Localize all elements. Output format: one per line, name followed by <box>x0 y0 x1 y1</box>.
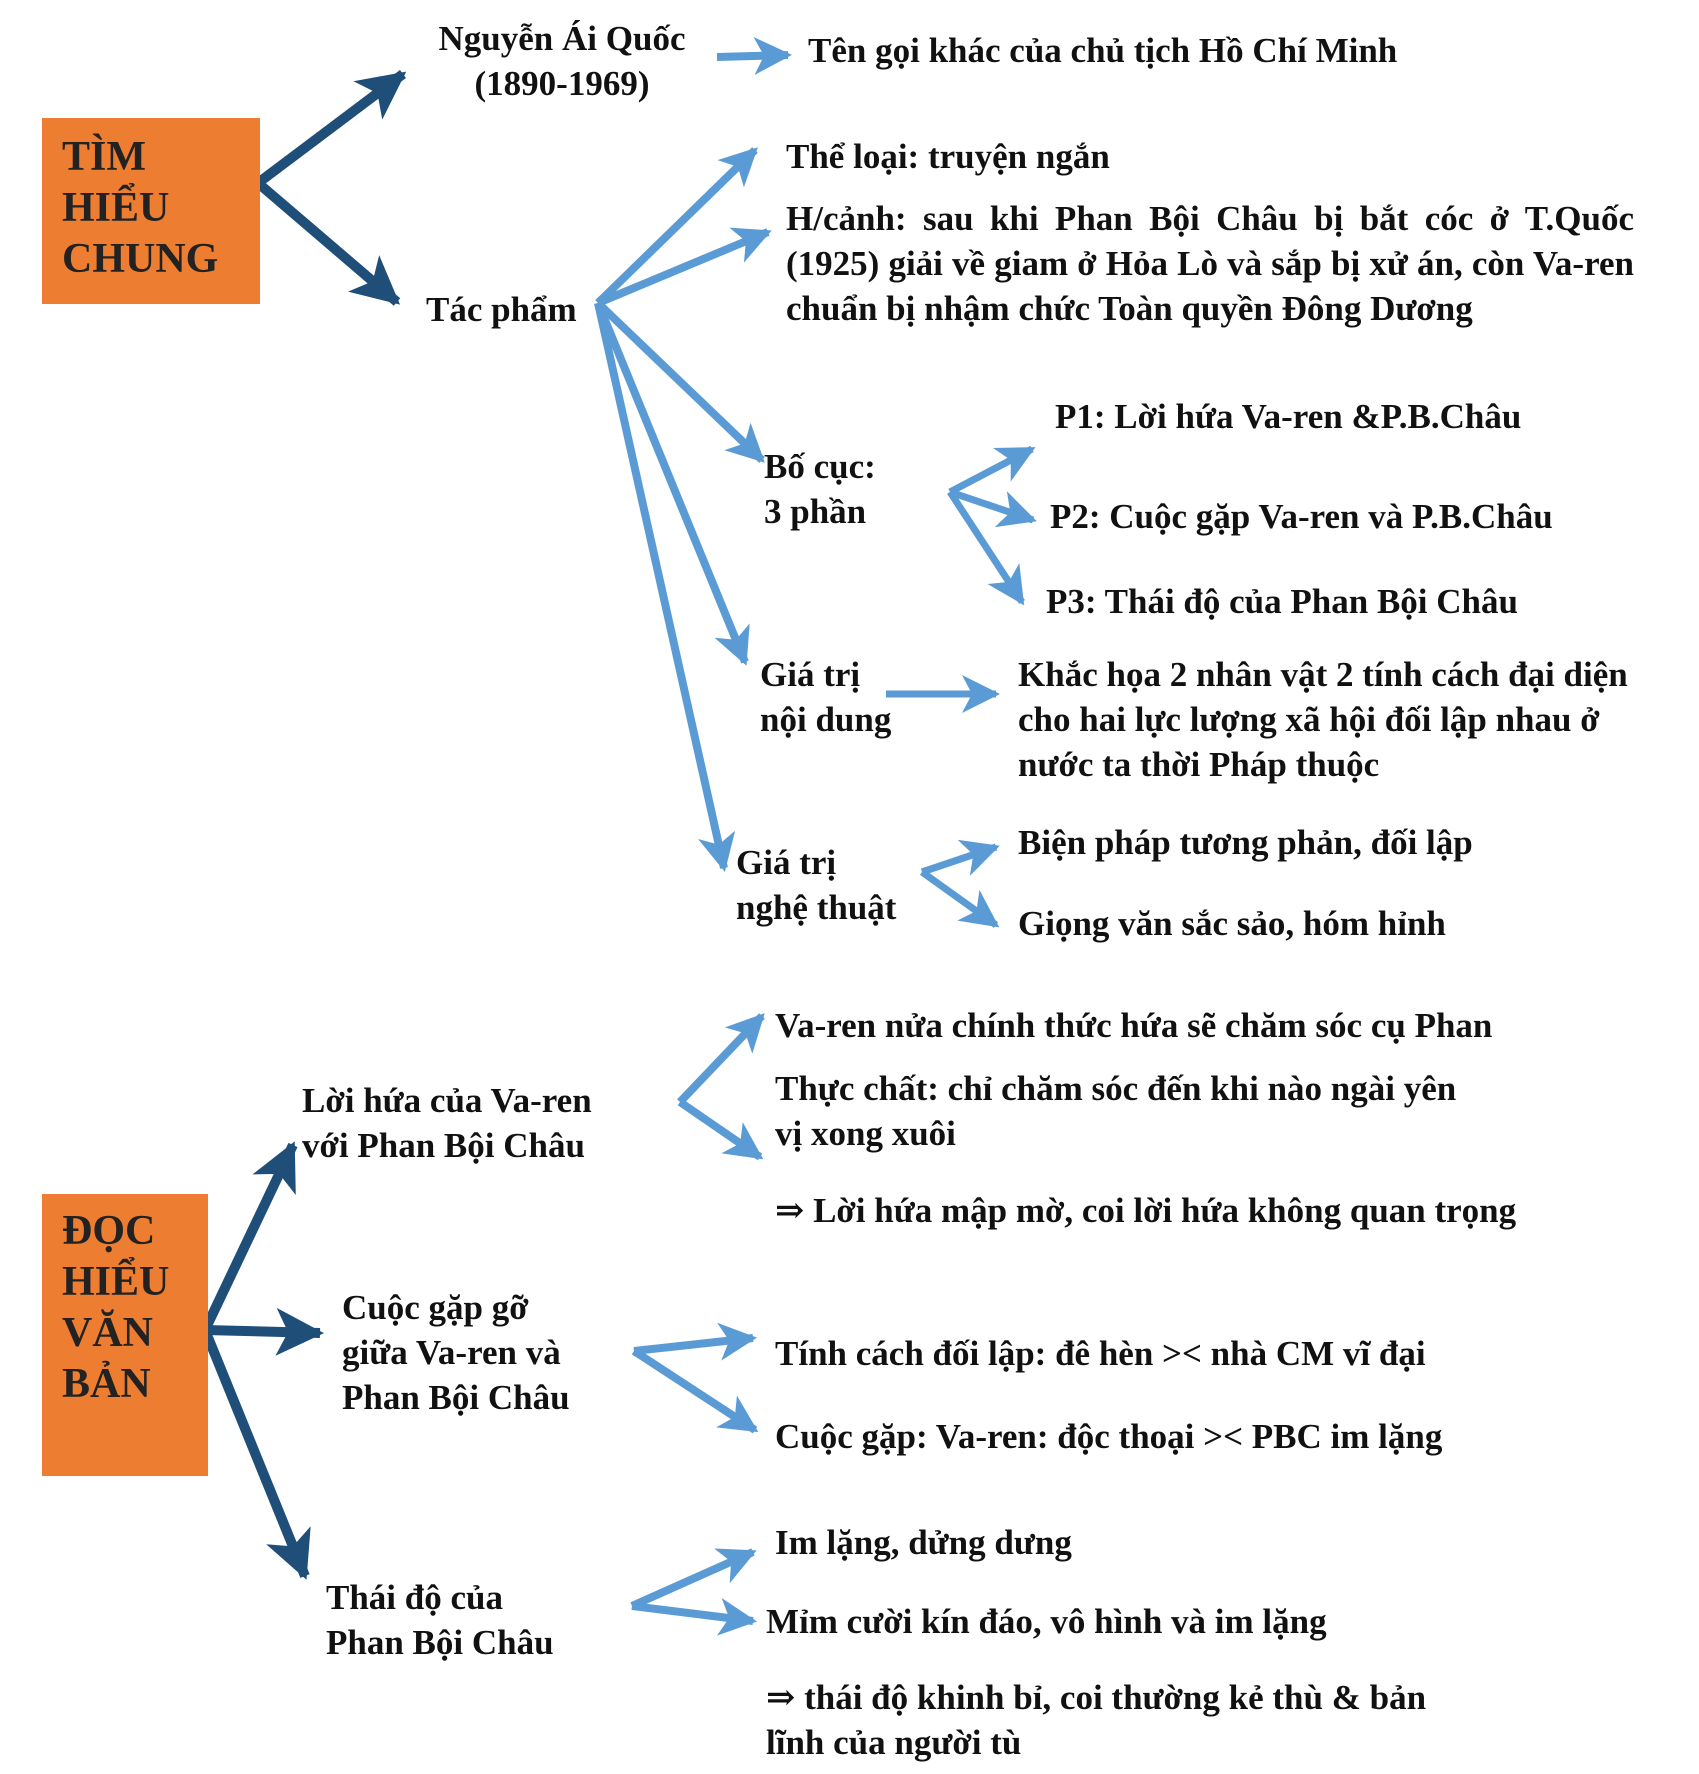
attitude-label: Thái độ của Phan Bội Châu <box>326 1578 554 1662</box>
arrow-to-attitude <box>200 1328 311 1580</box>
tim-hieu-chung-label: TÌM HIỂU CHUNG <box>62 134 219 282</box>
attitude-conclusion: ⇒ thái độ khinh bỉ, coi thường kẻ thù & … <box>766 1678 1427 1762</box>
arrow-part-3 <box>947 490 1025 606</box>
arrow-genre <box>595 147 758 306</box>
meeting-item-1: Tính cách đối lập: đê hèn >< nhà CM vĩ đ… <box>775 1334 1426 1373</box>
arrow-art-value <box>594 302 736 872</box>
art-value-label: Giá trị nghệ thuật <box>736 843 897 927</box>
doc-hieu-van-ban-label: ĐỌC HIỂU VĂN BẢN <box>62 1208 170 1407</box>
meeting-item-2: Cuộc gặp: Va-ren: độc thoại >< PBC im lặ… <box>775 1417 1443 1456</box>
promise-item-1: Va-ren nửa chính thức hứa sẽ chăm sóc cụ… <box>775 1006 1493 1045</box>
tim-hieu-chung-box: TÌM HIỂU CHUNG <box>42 118 260 304</box>
layout-part-3: P3: Thái độ của Phan Bội Châu <box>1046 582 1518 621</box>
arrow-meeting-1 <box>633 1322 757 1361</box>
layout-label: Bố cục: 3 phần <box>764 447 876 531</box>
arrow-layout <box>595 300 765 463</box>
promise-item-2: Thực chất: chỉ chăm sóc đến khi nào ngài… <box>775 1069 1457 1153</box>
layout-part-2: P2: Cuộc gặp Va-ren và P.B.Châu <box>1050 497 1553 536</box>
arrow-attitude-1 <box>630 1548 757 1610</box>
meeting-label: Cuộc gặp gỡ giữa Va-ren và Phan Bội Châu <box>342 1288 570 1417</box>
arrow-context <box>596 227 772 307</box>
arrow-attitude-2 <box>631 1597 757 1636</box>
arrow-meeting-2 <box>631 1347 759 1434</box>
arrow-part-2 <box>948 488 1037 528</box>
art-value-item-2: Giọng văn sắc sảo, hóm hỉnh <box>1018 904 1446 943</box>
arrow-art-2 <box>919 869 1000 928</box>
attitude-item-2: Mỉm cười kín đáo, vô hình và im lặng <box>766 1602 1327 1641</box>
arrow-author-detail <box>716 36 792 75</box>
author-detail: Tên gọi khác của chủ tịch Hồ Chí Minh <box>808 31 1398 70</box>
content-value-detail: Khắc họa 2 nhân vật 2 tính cách đại diện… <box>1018 655 1628 784</box>
arrow-promise-1 <box>677 1013 765 1105</box>
work-label: Tác phẩm <box>426 290 577 329</box>
promise-conclusion: ⇒ Lời hứa mập mờ, coi lời hứa không quan… <box>775 1191 1517 1230</box>
arrow-to-promise <box>200 1141 298 1333</box>
attitude-item-1: Im lặng, dửng dưng <box>775 1523 1072 1562</box>
promise-label: Lời hứa của Va-ren với Phan Bội Châu <box>302 1081 592 1165</box>
genre-text: Thể loại: truyện ngắn <box>786 137 1110 176</box>
layout-part-1: P1: Lời hứa Va-ren &P.B.Châu <box>1055 397 1522 436</box>
arrow-to-work <box>254 179 401 306</box>
context-text: H/cảnh: sau khi Phan Bội Châu bị bắt cóc… <box>786 199 1634 328</box>
art-value-item-1: Biện pháp tương phản, đối lập <box>1018 823 1473 862</box>
author-label: Nguyễn Ái Quốc (1890-1969) <box>438 19 686 103</box>
arrow-art-1 <box>920 839 1000 876</box>
arrow-promise-2 <box>677 1098 764 1161</box>
arrow-content-value <box>594 301 750 666</box>
arrow-to-author <box>254 70 407 187</box>
content-value-label: Giá trị nội dung <box>760 655 892 739</box>
arrow-to-meeting <box>204 1307 324 1356</box>
arrow-part-1 <box>948 445 1036 496</box>
doc-hieu-van-ban-box: ĐỌC HIỂU VĂN BẢN <box>42 1194 208 1476</box>
